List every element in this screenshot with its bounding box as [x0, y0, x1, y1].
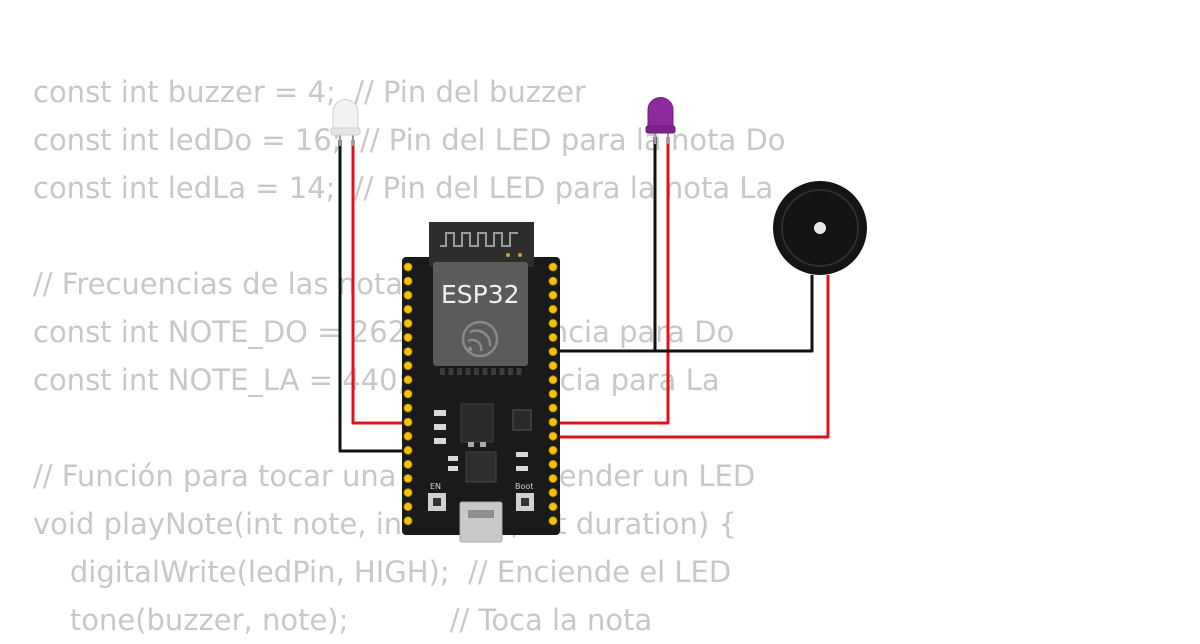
code-line: // Función para tocar una nota y encende… [33, 459, 756, 493]
esp32-module-shield [433, 262, 528, 366]
header-pin[interactable] [548, 347, 558, 357]
header-pin[interactable] [548, 276, 558, 286]
header-pin[interactable] [403, 333, 413, 342]
micro-usb-port[interactable] [459, 501, 503, 543]
module-pad [482, 368, 488, 375]
header-pin[interactable] [548, 445, 558, 455]
header-pin[interactable] [403, 262, 413, 272]
module-pad [491, 368, 496, 375]
header-pin[interactable] [403, 474, 413, 483]
header-pin[interactable] [403, 417, 413, 427]
wire-buzzer-black[interactable] [553, 275, 814, 353]
led-purple-body [647, 97, 674, 133]
header-pin[interactable] [403, 459, 413, 469]
header-pin[interactable] [548, 403, 558, 413]
wire-led-right-black[interactable] [553, 137, 657, 353]
header-pin[interactable] [403, 290, 413, 300]
header-pin[interactable] [548, 290, 558, 300]
header-pin[interactable] [548, 333, 558, 342]
header-pin[interactable] [548, 318, 558, 328]
module-pad [448, 368, 454, 375]
header-pin[interactable] [403, 502, 413, 512]
module-pad [457, 368, 462, 375]
header-pin[interactable] [548, 516, 558, 526]
esp32-board[interactable]: ESP32 EN [402, 222, 560, 543]
header-pin[interactable] [548, 431, 558, 441]
module-pad [516, 368, 522, 375]
usb-chip [465, 451, 497, 483]
led-purple[interactable] [645, 97, 676, 145]
wifi-antenna [429, 222, 534, 267]
header-pin[interactable] [403, 431, 413, 441]
header-pin[interactable] [548, 459, 558, 469]
code-line: const int buzzer = 4; // Pin del buzzer [33, 75, 586, 109]
module-pads [440, 368, 522, 375]
module-pad [474, 368, 479, 375]
module-pad [465, 368, 471, 375]
header-pin[interactable] [403, 403, 413, 413]
smd-components [434, 409, 532, 471]
header-pin[interactable] [548, 417, 558, 427]
header-pin[interactable] [403, 375, 413, 385]
header-pin[interactable] [403, 347, 413, 357]
code-editor-text: const int buzzer = 4; // Pin del buzzer c… [33, 68, 786, 644]
header-pin[interactable] [548, 502, 558, 512]
module-pad [508, 368, 513, 375]
header-pin[interactable] [548, 361, 558, 371]
header-pin[interactable] [403, 361, 413, 371]
buzzer[interactable] [773, 181, 867, 275]
en-button-label: EN [430, 482, 441, 491]
circuit-diagram: ESP32 EN [330, 97, 867, 543]
header-pin[interactable] [403, 318, 413, 328]
led-white[interactable] [330, 99, 361, 147]
header-pin[interactable] [548, 389, 558, 399]
code-line: digitalWrite(ledPin, HIGH); // Enciende … [33, 555, 732, 589]
wire-led-right-red[interactable] [553, 137, 670, 425]
header-pin[interactable] [548, 262, 558, 272]
header-pin[interactable] [403, 304, 413, 314]
wire-led-left-black[interactable] [338, 140, 408, 453]
led-white-rim [330, 127, 361, 136]
module-pad [440, 368, 445, 375]
wire-buzzer-red[interactable] [553, 275, 830, 439]
code-line: // Frecuencias de las notas [33, 267, 419, 301]
right-pin-header [548, 262, 558, 526]
boot-button[interactable] [516, 493, 534, 511]
header-pin[interactable] [548, 304, 558, 314]
en-button[interactable] [428, 493, 446, 511]
header-pin[interactable] [548, 488, 558, 498]
antenna-pad [518, 253, 522, 257]
antenna-trace [440, 232, 518, 247]
header-pin[interactable] [403, 276, 413, 286]
buzzer-hole [814, 222, 826, 234]
antenna-pad [506, 253, 510, 257]
boot-button-label: Boot [515, 482, 533, 491]
code-line: const int ledLa = 14; // Pin del LED par… [33, 171, 774, 205]
board-label: ESP32 [441, 280, 520, 309]
header-pin[interactable] [403, 389, 413, 399]
voltage-regulator [460, 403, 494, 447]
module-pad [499, 368, 505, 375]
wire-led-left-red[interactable] [351, 140, 408, 425]
header-pin[interactable] [403, 445, 413, 455]
header-pin[interactable] [548, 474, 558, 483]
code-line: const int ledDo = 16; // Pin del LED par… [33, 123, 786, 157]
led-purple-rim [645, 125, 676, 134]
wires [338, 137, 830, 453]
espressif-logo [461, 320, 499, 358]
header-pin[interactable] [548, 375, 558, 385]
header-pin[interactable] [403, 488, 413, 498]
buzzer-ring [781, 189, 859, 267]
left-pin-header [403, 262, 413, 526]
header-pin[interactable] [403, 516, 413, 526]
led-white-body [332, 99, 359, 135]
